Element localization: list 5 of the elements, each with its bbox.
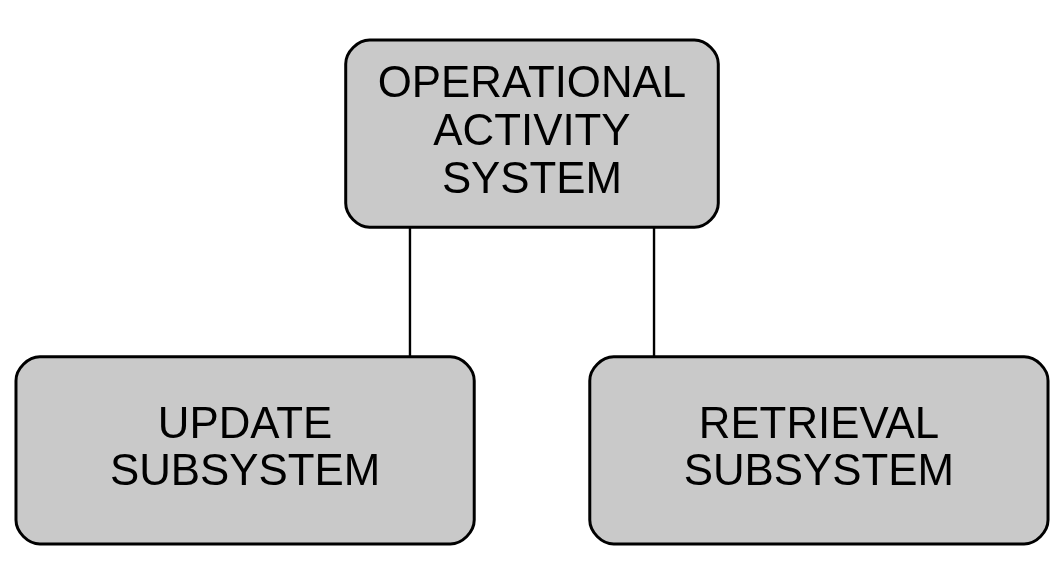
connector (408, 227, 412, 357)
node-box: OPERATIONAL ACTIVITY SYSTEM (344, 37, 720, 229)
node-box: UPDATE SUBSYSTEM (14, 354, 476, 546)
connector (652, 227, 656, 357)
node-box: RETRIEVAL SUBSYSTEM (588, 354, 1050, 546)
